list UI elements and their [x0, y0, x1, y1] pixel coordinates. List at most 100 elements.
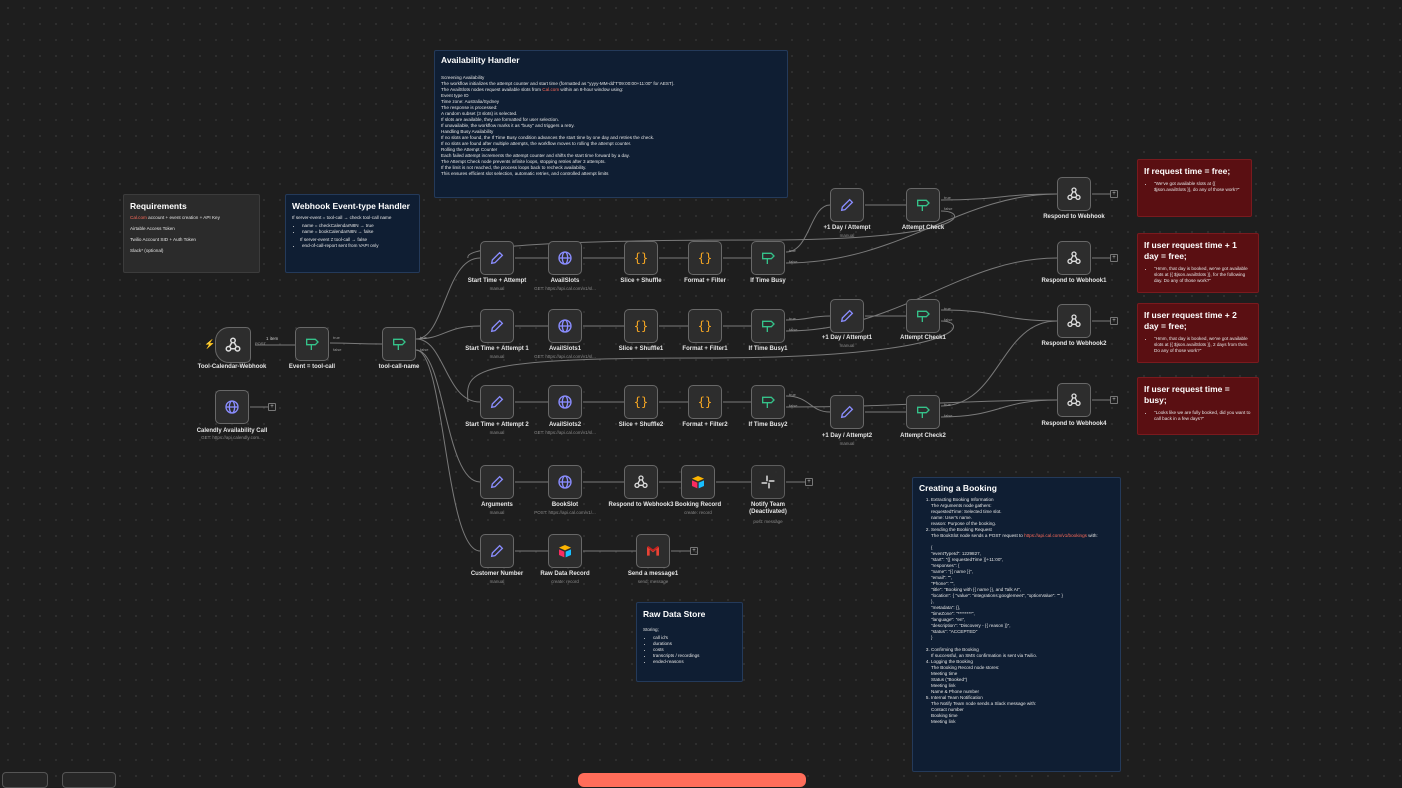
zoom-controls-button[interactable]: [2, 772, 48, 788]
booking-note[interactable]: Creating a Booking Extracting Booking In…: [912, 477, 1121, 772]
if-node[interactable]: [906, 395, 940, 429]
free-response-note[interactable]: If request time = free; "We've got avail…: [1137, 159, 1252, 217]
code-node[interactable]: {}: [688, 385, 722, 419]
add-node-button[interactable]: +: [1110, 190, 1118, 198]
add-node-button[interactable]: +: [268, 403, 276, 411]
add-node-button[interactable]: +: [1110, 396, 1118, 404]
node-label: Slice + Shuffle2: [618, 422, 664, 428]
respond-webhook-node[interactable]: [1057, 304, 1091, 338]
note-item: "Hmm, that day is booked, we've got avai…: [1154, 266, 1252, 284]
note-line: The Attempt Check node prevents infinite…: [441, 159, 606, 164]
json-line: "metadata": {},: [931, 605, 961, 610]
node-label: +1 Day / Attempt2: [821, 433, 873, 439]
code-node[interactable]: {}: [688, 309, 722, 343]
webhook-trigger-node[interactable]: [215, 327, 251, 363]
node-label: Calendly Availability Call: [196, 428, 268, 434]
node-subtitle: GET: https://api.cal.com/v1/sl...: [534, 286, 596, 291]
step-line: Contact number: [931, 707, 964, 712]
if-node[interactable]: [906, 299, 940, 333]
pencil-icon: [840, 405, 854, 419]
json-line: }: [931, 635, 933, 640]
gmail-node[interactable]: [636, 534, 670, 568]
node-label: Tool-Calendar-Webhook: [197, 364, 267, 370]
requirements-note[interactable]: Requirements Cal.com account + event cre…: [123, 194, 260, 273]
bookings-link[interactable]: https://api.cal.com/v1/bookings: [1024, 533, 1087, 538]
branch-false-label: false: [944, 413, 953, 418]
plus1-response-note[interactable]: If user request time + 1 day = free; "Hm…: [1137, 233, 1259, 293]
raw-data-note[interactable]: Raw Data Store Storing; call id's durati…: [636, 602, 743, 682]
set-node[interactable]: [830, 188, 864, 222]
requirement-twilio: Twilio Account SID + Auth Token: [130, 237, 196, 242]
if-node[interactable]: [382, 327, 416, 361]
set-node[interactable]: [480, 465, 514, 499]
note-line: This ensures efficient slot selection, a…: [441, 171, 609, 176]
cal-link[interactable]: Cal.com: [130, 215, 147, 220]
respond-webhook-node[interactable]: [624, 465, 658, 499]
add-node-button[interactable]: +: [1110, 254, 1118, 262]
node-label: +1 Day / Attempt1: [821, 335, 873, 341]
json-line: "responses": {: [931, 563, 960, 568]
respond-webhook-node[interactable]: [1057, 383, 1091, 417]
node-label: Attempt Check2: [900, 433, 946, 439]
node-label: AvailSlots1: [548, 346, 582, 352]
set-node[interactable]: [480, 534, 514, 568]
airtable-node[interactable]: [681, 465, 715, 499]
busy-response-note[interactable]: If user request time = busy; "Looks like…: [1137, 377, 1259, 435]
if-node[interactable]: [751, 309, 785, 343]
webhook-handler-note[interactable]: Webhook Event-type Handler If server-eve…: [285, 194, 420, 273]
note-line: The workflow initializes the attempt cou…: [441, 81, 675, 86]
step-title: Internal Team Notification: [931, 695, 983, 700]
if-node[interactable]: [751, 241, 785, 275]
respond-webhook-node[interactable]: [1057, 241, 1091, 275]
execute-workflow-button[interactable]: [578, 773, 806, 787]
node-label: Respond to Webhook: [1043, 214, 1105, 220]
airtable-icon: [692, 476, 704, 489]
code-node[interactable]: {}: [624, 241, 658, 275]
airtable-node[interactable]: [548, 534, 582, 568]
http-request-node[interactable]: [548, 465, 582, 499]
note-line-tail: within an 8-hour window using:: [559, 87, 624, 92]
code-node[interactable]: {}: [624, 309, 658, 343]
node-subtitle: manual: [489, 286, 505, 291]
http-request-node[interactable]: [215, 390, 249, 424]
set-node[interactable]: [480, 385, 514, 419]
if-node[interactable]: [295, 327, 329, 361]
set-node[interactable]: [830, 299, 864, 333]
set-node[interactable]: [830, 395, 864, 429]
http-request-node[interactable]: [548, 309, 582, 343]
node-label: Start Time + Attempt 2: [465, 422, 529, 428]
http-request-node[interactable]: [548, 241, 582, 275]
if-node[interactable]: [906, 188, 940, 222]
step-line: Booking time: [931, 713, 958, 718]
braces-icon: {}: [633, 395, 649, 409]
step-title: Logging the Booking: [931, 659, 973, 664]
plus2-response-note[interactable]: If user request time + 2 day = free; "Hm…: [1137, 303, 1259, 363]
code-node[interactable]: {}: [688, 241, 722, 275]
note-item: transcripts / recordings: [653, 653, 736, 659]
node-subtitle: send: message: [637, 579, 669, 584]
node-label: Respond to Webhook3: [608, 502, 674, 508]
add-node-button[interactable]: +: [1110, 317, 1118, 325]
set-node[interactable]: [480, 241, 514, 275]
json-line: "email": "",: [931, 575, 953, 580]
add-node-button[interactable]: +: [805, 478, 813, 486]
note-item: "Looks like we are fully booked, did you…: [1154, 410, 1252, 422]
cal-link[interactable]: Cal.com: [542, 87, 560, 92]
webhook-icon: [1067, 393, 1081, 406]
set-node[interactable]: [480, 309, 514, 343]
http-request-node[interactable]: [548, 385, 582, 419]
slack-node[interactable]: [751, 465, 785, 499]
note-item: ended-reasons: [653, 659, 736, 665]
node-label: If Time Busy2: [748, 422, 788, 428]
code-node[interactable]: {}: [624, 385, 658, 419]
canvas-controls-button[interactable]: [62, 772, 116, 788]
json-line: {: [931, 545, 933, 550]
add-node-button[interactable]: +: [690, 547, 698, 555]
if-node[interactable]: [751, 385, 785, 419]
node-label: Notify Team (Deactivated): [749, 502, 787, 515]
availability-handler-note[interactable]: Availability Handler Screening Availabil…: [434, 50, 788, 198]
step-line: Meeting link: [931, 719, 956, 724]
respond-webhook-node[interactable]: [1057, 177, 1091, 211]
method-label: POST: [255, 341, 266, 346]
